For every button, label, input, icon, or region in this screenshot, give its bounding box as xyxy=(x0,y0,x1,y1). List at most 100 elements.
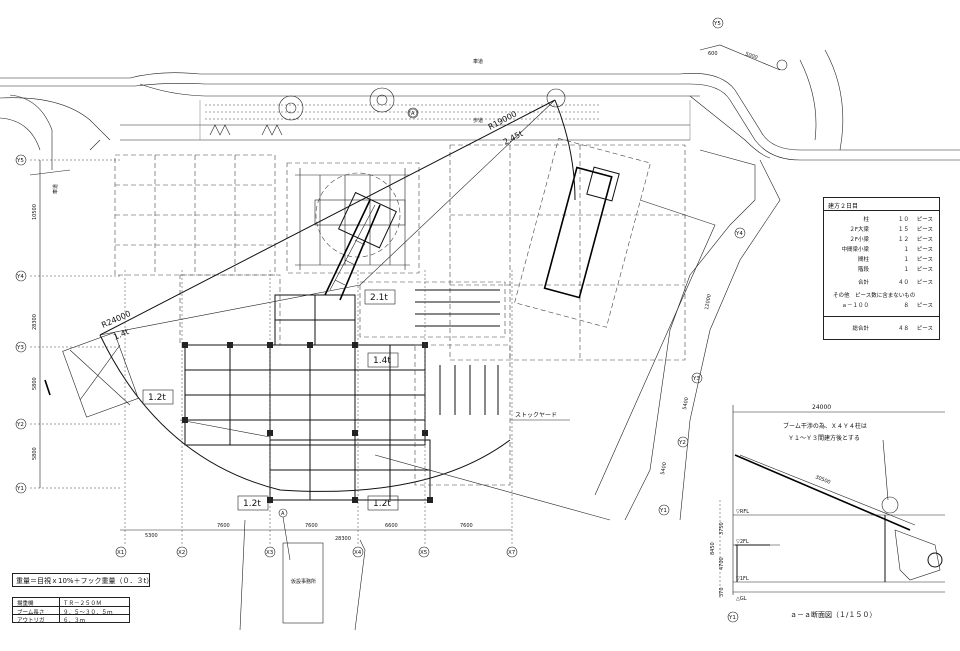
dims-bottom: 5300 7600 7600 6600 7600 28300 xyxy=(145,523,473,542)
svg-text:7600: 7600 xyxy=(460,523,473,529)
grid-x-labels: X1 X2 X3 X4 X5 X7 xyxy=(115,546,518,558)
height-dim-2: 8450 xyxy=(710,542,716,555)
load-label-2: 1.4t xyxy=(373,356,391,366)
crane-radius-arcs xyxy=(99,99,576,492)
svg-text:6600: 6600 xyxy=(385,523,398,529)
svg-text:Y2: Y2 xyxy=(678,440,686,446)
table-divider xyxy=(824,316,939,317)
site-office-outline xyxy=(282,542,324,624)
table-title: 建方２日目 xyxy=(828,203,859,210)
svg-text:28300: 28300 xyxy=(32,314,38,330)
svg-text:X2: X2 xyxy=(178,550,185,556)
stock-yard-label: ストックヤード xyxy=(515,412,557,419)
svg-text:600: 600 xyxy=(708,51,718,57)
radius-small-label: R19000 xyxy=(487,109,519,132)
svg-text:Y5: Y5 xyxy=(16,158,24,164)
svg-text:5800: 5800 xyxy=(32,377,38,390)
grid-right-labels: Y5 Y4 Y3 Y2 Y1 xyxy=(658,17,788,516)
section-note-2: Ｙ１～Ｙ３間建方後とする xyxy=(788,434,860,442)
table-row: ２F小梁 １２ ピース xyxy=(849,237,933,243)
crane-spec-table: 揚重機 ＴＲ－２５０Ｍ ブーム長さ ９．５～３０．５ｍ アウトリガ ６．３ｍ xyxy=(12,597,130,625)
svg-text:A: A xyxy=(411,111,415,117)
svg-text:Y5: Y5 xyxy=(713,21,721,27)
dims-right: 12000 5400 5400 600 5000 xyxy=(660,44,781,476)
level-1fl: ▽1FL xyxy=(736,576,749,582)
section-boom-dim: 30500 xyxy=(814,474,831,486)
table-other-row: ａ－１００ ８ ピース xyxy=(841,303,933,309)
svg-text:Y2: Y2 xyxy=(16,422,24,428)
table-other-label: その他 ピース数に含まないもの xyxy=(833,293,916,299)
site-office-label: 仮設事務所 xyxy=(291,578,316,585)
svg-text:5400: 5400 xyxy=(660,462,668,476)
section-view-title: ａ－ａ断面図（１/１５０） xyxy=(790,611,877,619)
table-row: 間柱 １ ピース xyxy=(857,257,933,263)
table-row: 柱 １０ ピース xyxy=(863,217,933,223)
erection-area-upper xyxy=(286,162,420,274)
radius-small-load: 2.45t xyxy=(502,129,525,147)
crane-boom xyxy=(324,191,397,301)
svg-text:5800: 5800 xyxy=(32,447,38,460)
load-label-boxes: 2.1t 1.4t 1.2t 1.2t 1.2t xyxy=(142,289,399,511)
table-total-row: 総合計 ４８ ピース xyxy=(852,326,933,332)
svg-text:5300: 5300 xyxy=(145,533,158,539)
weight-formula: 重量＝目視ｘ10%＋フック重量（０．３t） xyxy=(12,573,153,587)
table-row: 揚重機 ＴＲ－２５０Ｍ xyxy=(13,598,129,607)
height-dim-4: 370 xyxy=(719,587,725,597)
road-label-left: 車道 xyxy=(52,184,59,194)
grid-axes xyxy=(30,159,513,545)
section-note-1: ブーム干渉の為、Ｘ４Ｙ４柱は xyxy=(783,422,867,430)
road-outline xyxy=(0,49,960,521)
svg-text:12000: 12000 xyxy=(704,294,713,311)
load-label-1: 2.1t xyxy=(370,293,388,303)
svg-text:X7: X7 xyxy=(508,550,516,556)
load-label-5: 1.2t xyxy=(373,499,391,509)
section-cut-marks: A A xyxy=(239,108,418,631)
table-row: 階段 １ ピース xyxy=(857,267,933,273)
level-2fl: ▽2FL xyxy=(736,539,749,545)
table-row: アウトリガ ６．３ｍ xyxy=(17,618,86,625)
svg-text:X3: X3 xyxy=(266,550,274,556)
level-rfl: ▽RFL xyxy=(736,509,749,515)
table-row: ２F大梁 １５ ピース xyxy=(849,227,933,233)
table-row: ブーム長さ ９．５～３０．５ｍ xyxy=(13,607,129,616)
truck-outline xyxy=(514,138,651,328)
svg-text:7600: 7600 xyxy=(217,523,230,529)
table-row: 中間梁小梁 １ ピース xyxy=(841,247,933,253)
svg-text:Y3: Y3 xyxy=(692,376,700,382)
svg-text:Y1: Y1 xyxy=(659,508,667,514)
sidewalk-label: 歩道 xyxy=(473,117,483,124)
svg-text:28300: 28300 xyxy=(335,536,351,542)
section-view xyxy=(719,405,945,600)
svg-text:5000: 5000 xyxy=(744,51,758,61)
section-width-dim: 24000 xyxy=(812,404,831,411)
spec-column-divider xyxy=(59,598,60,622)
svg-text:Y4: Y4 xyxy=(735,231,743,237)
lifting-summary-table: 建方２日目 柱 １０ ピース ２F大梁 １５ ピース ２F小梁 １２ ピース 中… xyxy=(823,197,940,340)
height-dim-1: 3750 xyxy=(719,522,725,535)
svg-text:Y3: Y3 xyxy=(16,345,24,351)
load-label-4: 1.2t xyxy=(243,499,261,509)
dims-left: 10500 28300 5800 5800 xyxy=(32,204,38,460)
table-divider xyxy=(824,210,939,211)
svg-text:10500: 10500 xyxy=(32,204,38,220)
svg-text:A: A xyxy=(281,511,285,517)
road-label-top: 車道 xyxy=(473,58,483,65)
steel-frame-plan xyxy=(179,294,431,501)
column-markers xyxy=(182,342,433,503)
svg-text:X4: X4 xyxy=(354,550,362,556)
table-subtotal-row: 合計 ４０ ピース xyxy=(857,280,933,286)
tree-symbols xyxy=(209,87,566,136)
svg-text:X5: X5 xyxy=(420,550,428,556)
svg-text:5400: 5400 xyxy=(682,397,690,411)
grid-y-labels: Y5 Y4 Y3 Y2 Y1 xyxy=(15,154,27,494)
hatched-area-left xyxy=(44,332,139,418)
svg-text:7600: 7600 xyxy=(305,523,318,529)
load-label-3: 1.2t xyxy=(148,393,166,403)
stock-yard-bars xyxy=(359,281,511,486)
height-dim-3: 4700 xyxy=(719,557,725,570)
svg-text:Y4: Y4 xyxy=(16,274,24,280)
level-gl: △GL xyxy=(736,596,747,602)
section-axis-circle xyxy=(727,611,739,623)
section-axis-label: Y1 xyxy=(728,615,736,621)
